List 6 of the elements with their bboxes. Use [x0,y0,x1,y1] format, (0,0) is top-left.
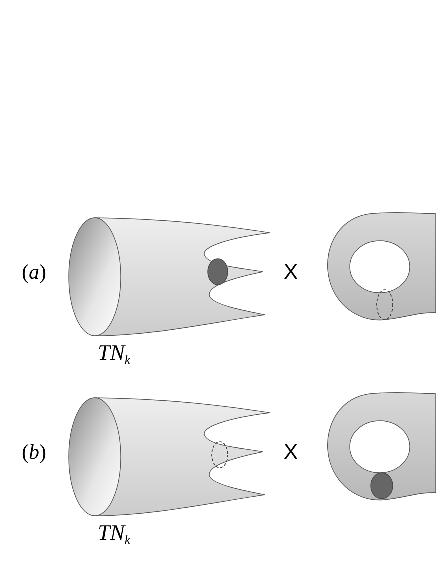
product-symbol: X [284,262,298,283]
product-symbol: X [284,442,298,463]
space-label: TN$_{k}$ [98,342,130,366]
panel-label: (a) [22,262,46,283]
space-label: TN$_{k}$ [98,522,130,546]
panel-label: (b) [22,442,46,463]
